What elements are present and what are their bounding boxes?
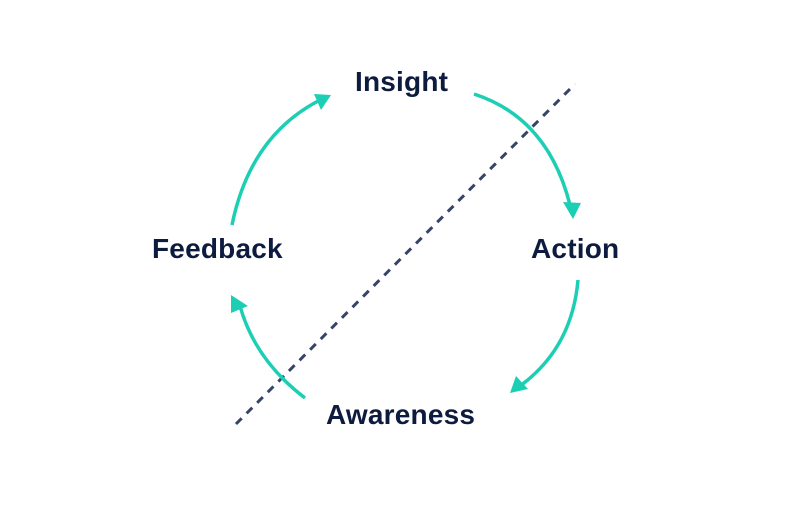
node-awareness: Awareness <box>326 399 476 430</box>
arrowhead-awareness-to-feedback <box>231 295 248 313</box>
arrow-feedback-to-insight <box>230 98 321 226</box>
arrow-insight-to-action <box>473 92 572 206</box>
arrowhead-action-to-awareness <box>510 376 528 393</box>
arrow-action-to-awareness <box>518 279 580 388</box>
node-insight: Insight <box>355 66 449 97</box>
arrowhead-feedback-to-insight <box>314 94 331 110</box>
dashed-divider-line <box>234 82 577 426</box>
node-feedback: Feedback <box>152 233 283 264</box>
arrowhead-insight-to-action <box>563 202 581 219</box>
node-action: Action <box>531 233 620 264</box>
arrow-awareness-to-feedback <box>238 305 307 400</box>
